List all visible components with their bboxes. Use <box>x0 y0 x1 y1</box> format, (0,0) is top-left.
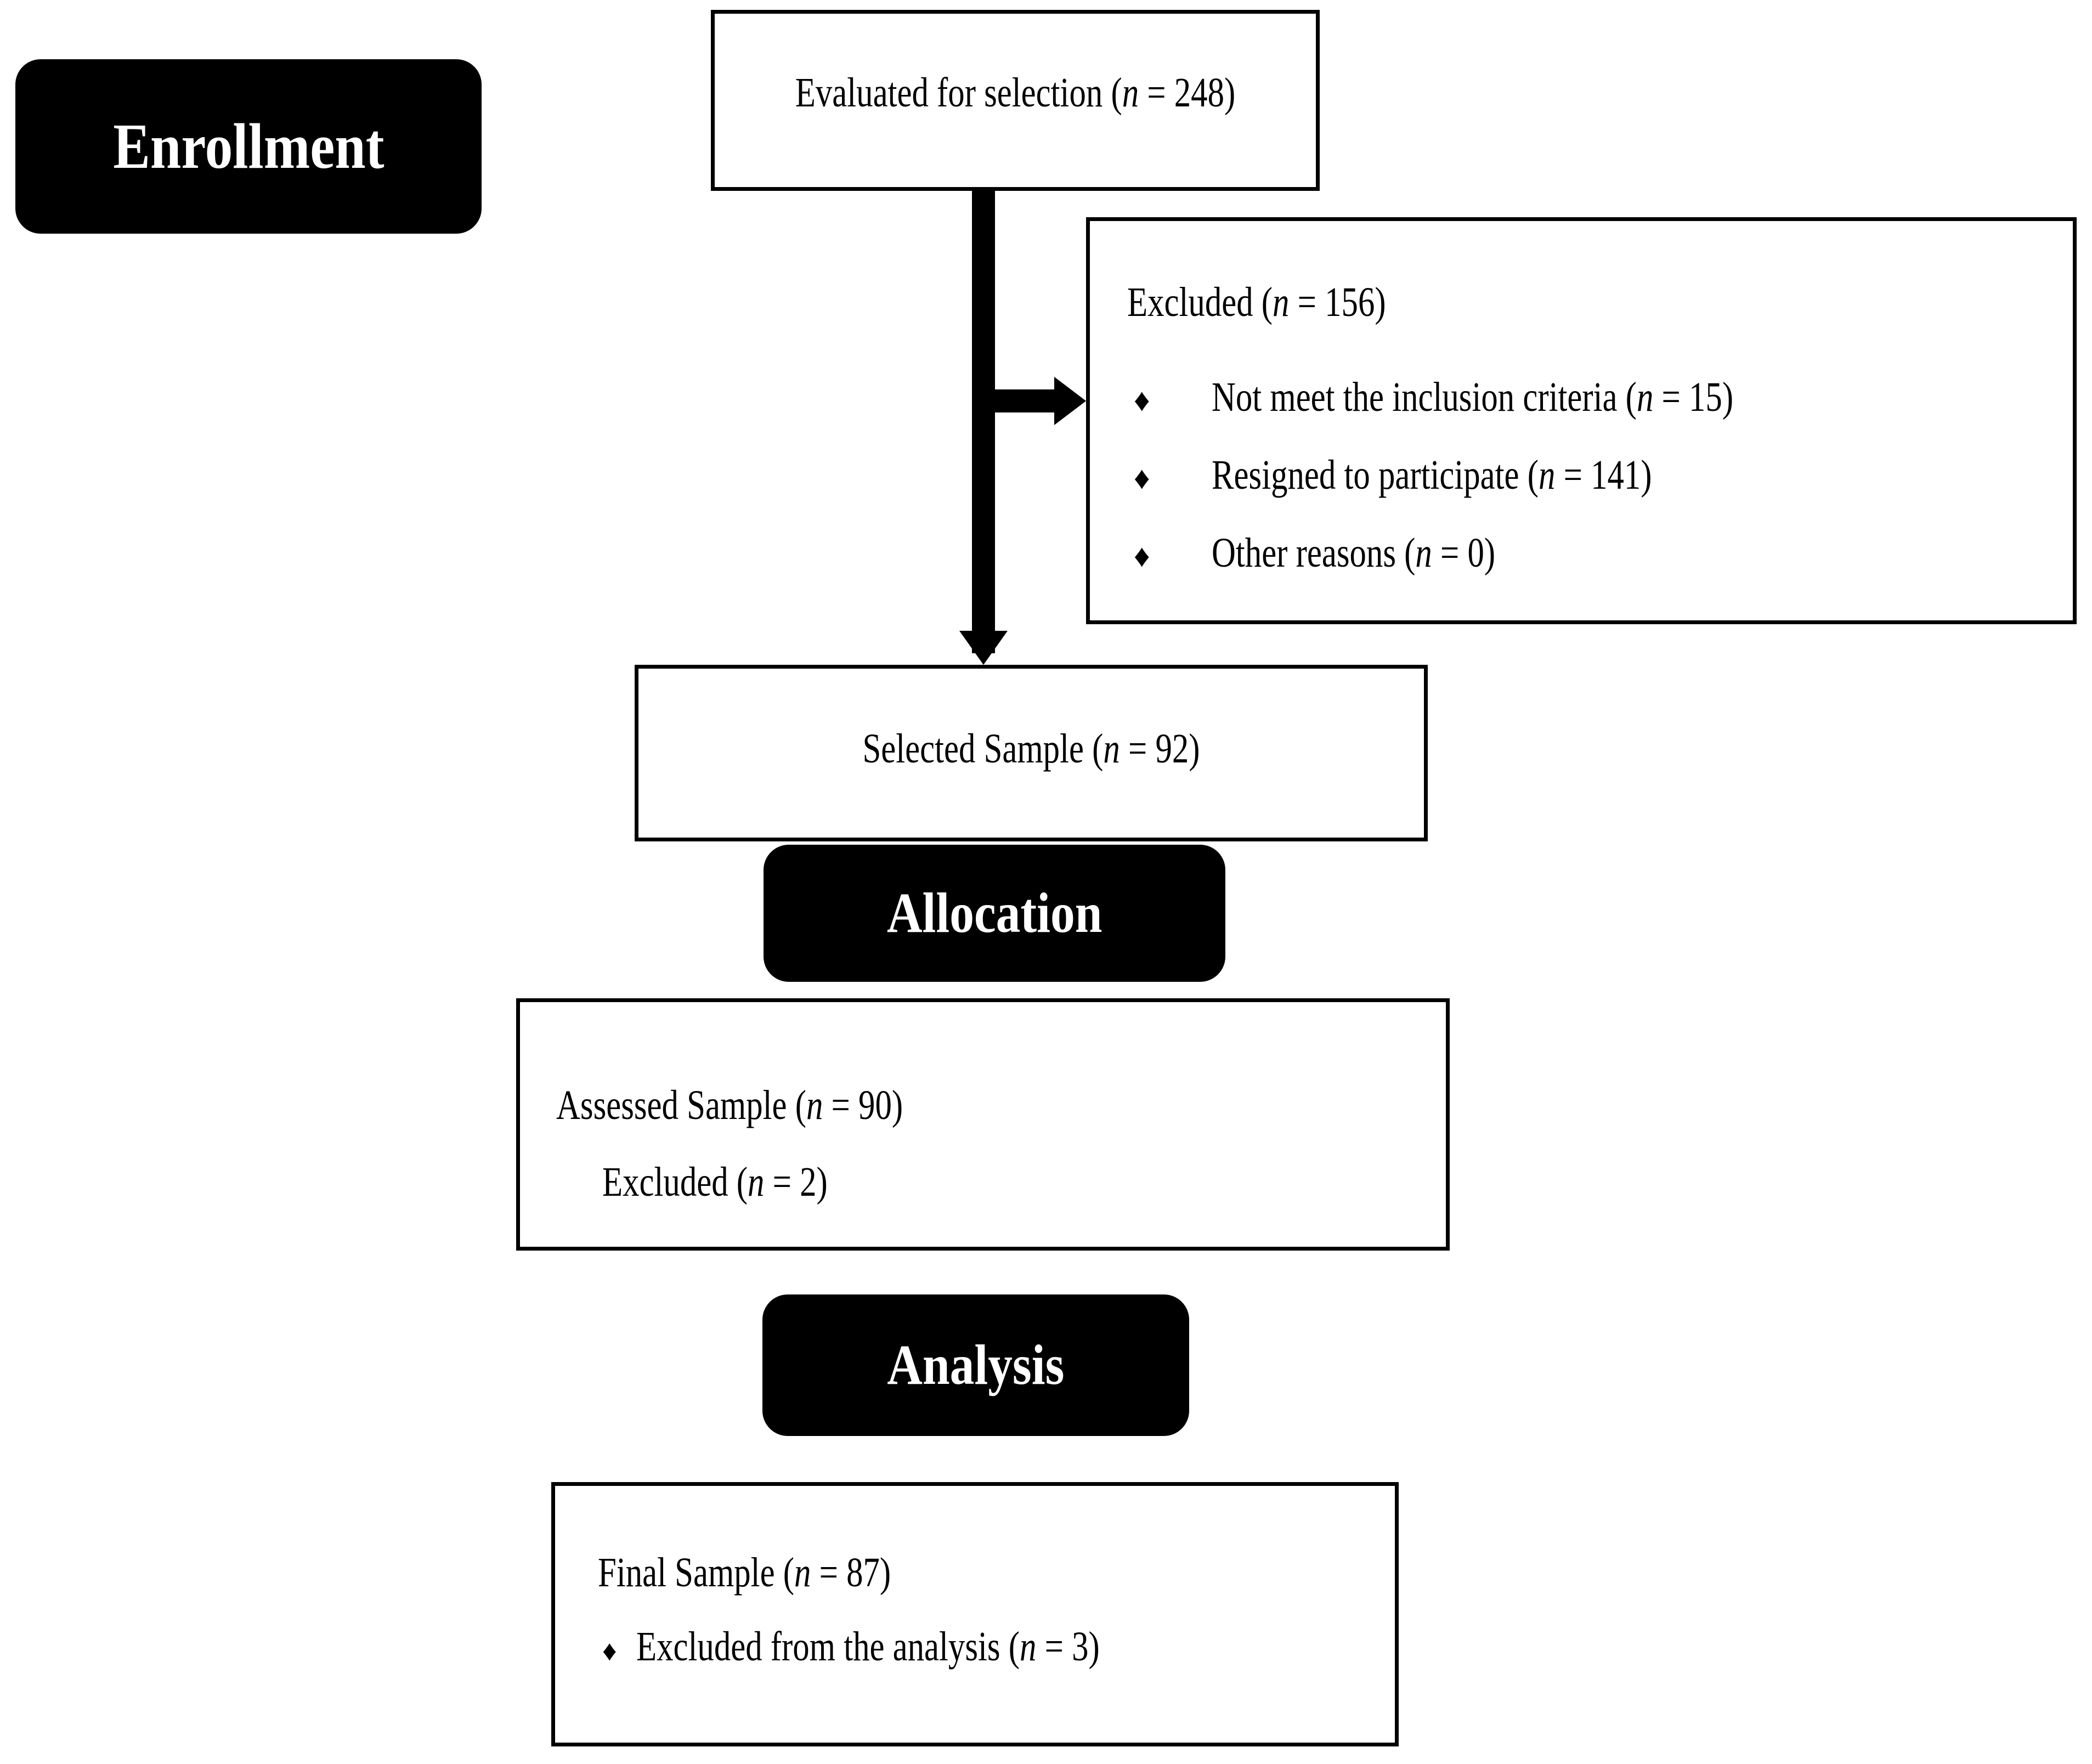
evaluated-text-suffix: = 248) <box>1139 70 1236 116</box>
assessed-excluded-italic-n: n <box>748 1159 765 1205</box>
excluded-reason-label: Not meet the inclusion criteria (n = 15) <box>1212 374 1733 421</box>
selected-sample-text: Selected Sample (n = 92) <box>862 728 1200 770</box>
final-sample-suffix: = 87) <box>811 1550 891 1596</box>
assessed-sample-suffix: = 90) <box>823 1082 903 1128</box>
box-final-sample: Final Sample (n = 87) ♦ Excluded from th… <box>551 1482 1399 1746</box>
excluded-reason-label: Other reasons (n = 0) <box>1212 529 1495 577</box>
excluded-reason-label-text: Not meet the inclusion criteria ( <box>1212 374 1637 420</box>
excluded-reason-item: ♦ Not meet the inclusion criteria (n = 1… <box>1134 374 1864 421</box>
stage-pill-enrollment: Enrollment <box>15 59 482 234</box>
excluded-reason-suffix: = 0) <box>1432 530 1496 576</box>
excluded-reason-italic-n: n <box>1538 452 1556 498</box>
excluded-heading-italic-n: n <box>1273 279 1290 325</box>
excluded-reason-italic-n: n <box>1415 530 1432 576</box>
final-sample-italic-n: n <box>794 1550 811 1596</box>
stage-pill-allocation: Allocation <box>764 845 1225 982</box>
assessed-sample-prefix: Assessed Sample ( <box>556 1082 806 1128</box>
assessed-sample-line1: Assessed Sample (n = 90) <box>556 1084 903 1126</box>
final-excluded-italic-n: n <box>1020 1624 1037 1670</box>
evaluated-text-prefix: Evaluated for selection ( <box>795 70 1122 116</box>
excluded-reason-label-text: Resigned to participate ( <box>1212 452 1539 498</box>
connector-branch-horizontal <box>995 389 1055 412</box>
assessed-excluded-suffix: = 2) <box>764 1159 828 1205</box>
connector-trunk-vertical <box>972 191 995 653</box>
diamond-bullet-icon: ♦ <box>1134 538 1150 574</box>
excluded-reason-item: ♦ Resigned to participate (n = 141) <box>1134 451 1762 499</box>
final-sample-line2: ♦ Excluded from the analysis (n = 3) <box>602 1623 1215 1671</box>
excluded-reason-italic-n: n <box>1636 374 1654 420</box>
stage-label-allocation: Allocation <box>886 881 1102 945</box>
excluded-reason-suffix: = 141) <box>1555 452 1652 498</box>
final-sample-line1: Final Sample (n = 87) <box>598 1552 891 1593</box>
excluded-reason-suffix: = 15) <box>1653 374 1734 420</box>
evaluated-text: Evaluated for selection (n = 248) <box>795 72 1235 114</box>
box-evaluated-for-selection: Evaluated for selection (n = 248) <box>711 10 1320 191</box>
selected-sample-suffix: = 92) <box>1119 726 1200 772</box>
selected-sample-prefix: Selected Sample ( <box>862 726 1104 772</box>
final-excluded-prefix: Excluded from the analysis ( <box>636 1624 1020 1670</box>
assessed-excluded-prefix: Excluded ( <box>602 1159 748 1205</box>
excluded-reason-label: Resigned to participate (n = 141) <box>1212 451 1652 499</box>
final-excluded-suffix: = 3) <box>1036 1624 1100 1670</box>
stage-label-enrollment: Enrollment <box>112 110 385 182</box>
excluded-heading-suffix: = 156) <box>1289 279 1386 325</box>
diamond-bullet-icon: ♦ <box>602 1636 617 1667</box>
final-excluded-label: Excluded from the analysis (n = 3) <box>636 1623 1100 1671</box>
final-sample-prefix: Final Sample ( <box>598 1550 795 1596</box>
excluded-heading-prefix: Excluded ( <box>1127 279 1273 325</box>
stage-label-analysis: Analysis <box>887 1333 1065 1396</box>
stage-pill-analysis: Analysis <box>762 1294 1189 1436</box>
selected-sample-italic-n: n <box>1103 726 1120 772</box>
diamond-bullet-icon: ♦ <box>1134 382 1150 418</box>
assessed-sample-italic-n: n <box>806 1082 823 1128</box>
excluded-reason-label-text: Other reasons ( <box>1212 530 1416 576</box>
excluded-heading: Excluded (n = 156) <box>1127 281 1386 323</box>
excluded-reason-item: ♦ Other reasons (n = 0) <box>1134 529 1566 577</box>
connector-branch-arrowhead <box>1054 377 1086 425</box>
assessed-sample-line2: Excluded (n = 2) <box>602 1161 828 1203</box>
evaluated-italic-n: n <box>1122 70 1139 116</box>
connector-trunk-arrowhead <box>959 631 1008 665</box>
box-assessed-sample: Assessed Sample (n = 90) Excluded (n = 2… <box>516 998 1450 1251</box>
box-selected-sample: Selected Sample (n = 92) <box>635 665 1428 841</box>
box-excluded: Excluded (n = 156) ♦ Not meet the inclus… <box>1086 217 2077 624</box>
diamond-bullet-icon: ♦ <box>1134 460 1150 496</box>
